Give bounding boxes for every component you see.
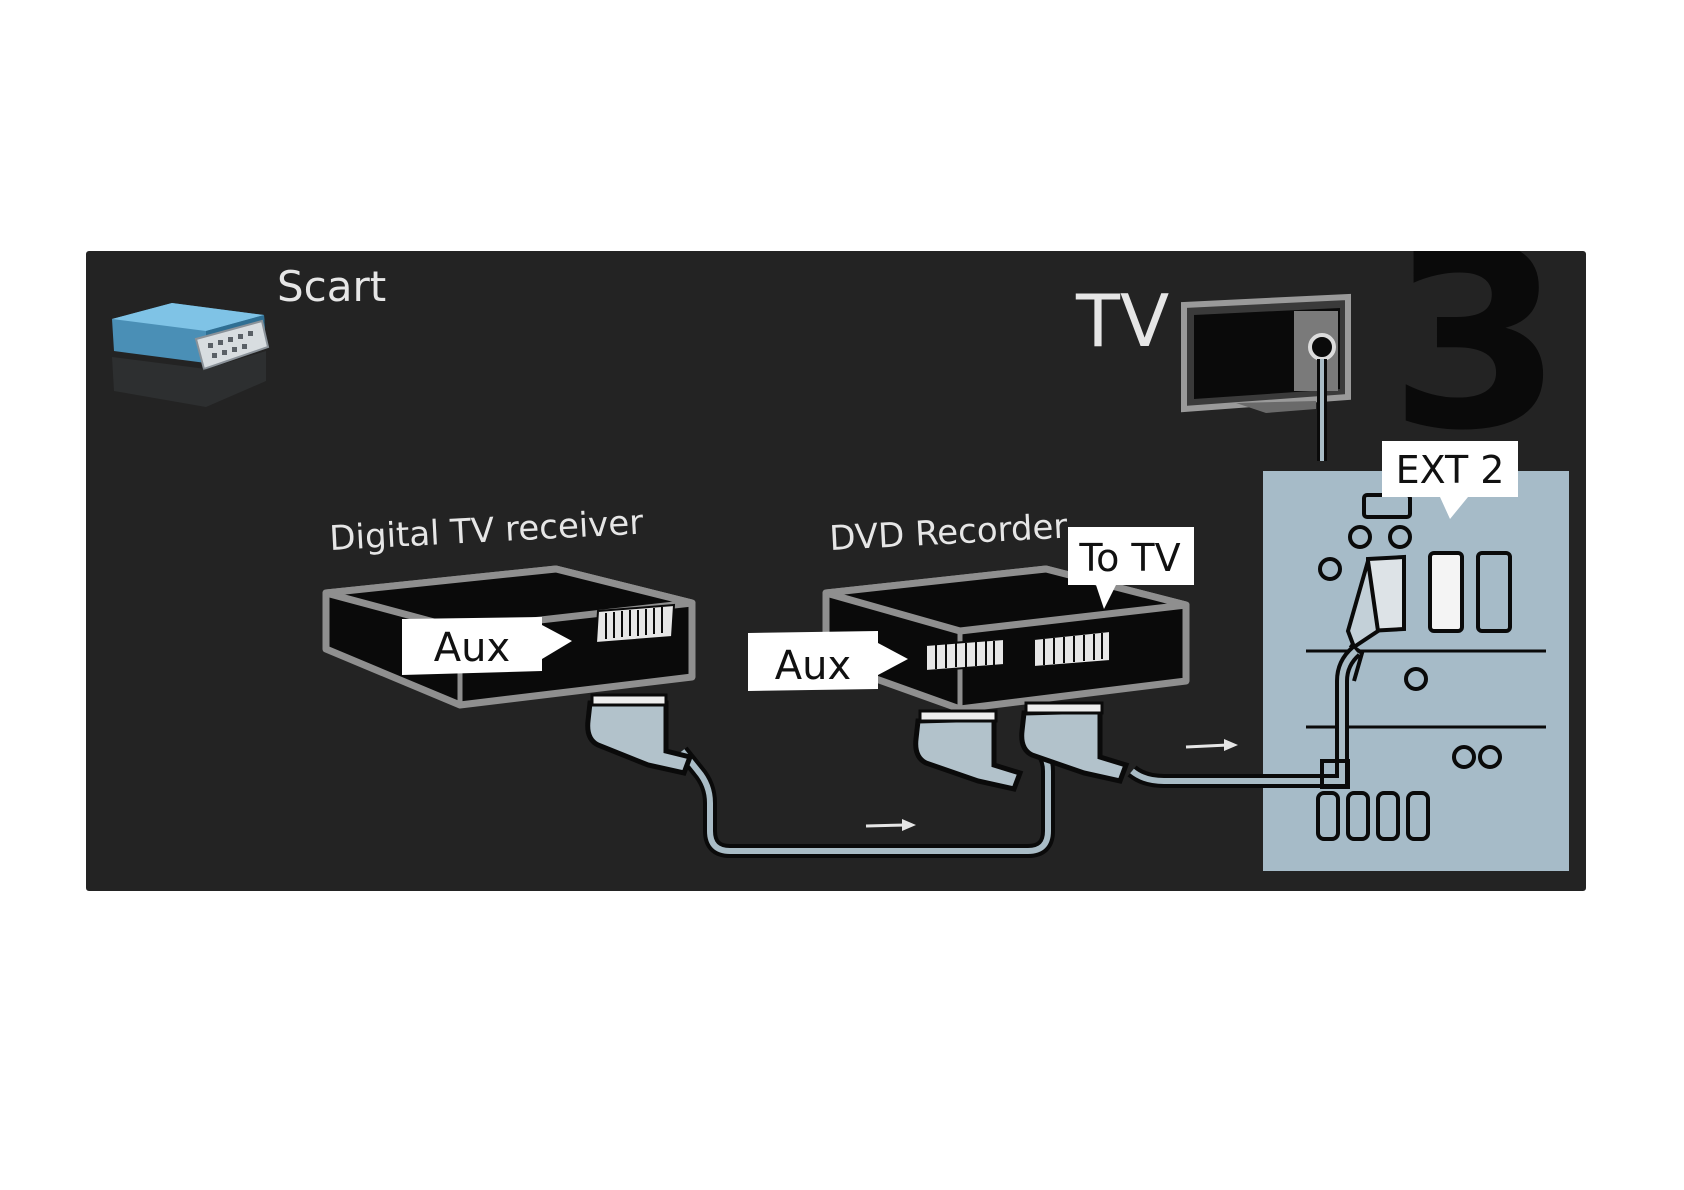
recorder-label: DVD Recorder: [828, 507, 1068, 559]
recorder-out-plug: [1019, 701, 1130, 784]
scart-connector-icon: [112, 303, 270, 407]
recorder-aux-label: Aux: [775, 643, 851, 689]
tv-icon: [1181, 293, 1351, 413]
arrow-right-icon: [865, 819, 916, 831]
receiver-aux-callout: [402, 617, 572, 675]
receiver-aux-label: Aux: [434, 625, 510, 671]
to-tv-label: To TV: [1078, 536, 1180, 580]
cable-recorder-to-tv: [1127, 645, 1361, 789]
receiver-plug: [585, 693, 694, 776]
dvd-recorder: [822, 565, 1190, 713]
arrow-right-icon: [1185, 739, 1238, 751]
tv-back-panel: [1263, 471, 1569, 871]
connection-diagram: Scart 3 TV EXT 2 Di: [86, 251, 1586, 891]
connector-label: Scart: [277, 262, 386, 311]
tv-label: TV: [1075, 279, 1169, 363]
ext2-callout: [1382, 441, 1518, 519]
recorder-aux-plug: [913, 709, 1024, 792]
ext2-label: EXT 2: [1396, 448, 1505, 492]
to-tv-callout: [1068, 527, 1194, 609]
receiver-label: Digital TV receiver: [328, 503, 644, 559]
recorder-aux-callout: [748, 631, 908, 691]
cable-receiver-to-recorder: [676, 737, 1055, 858]
